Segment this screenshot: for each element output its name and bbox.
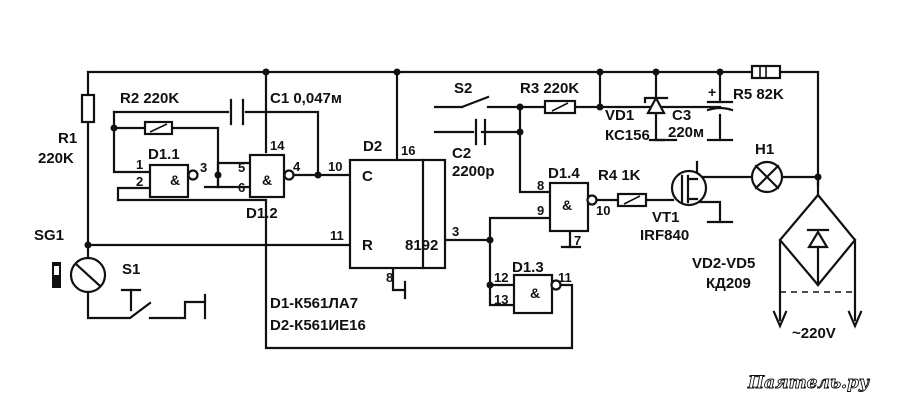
label-r5: R5 82K	[733, 86, 784, 103]
label-d1-4: D1.4	[548, 165, 580, 182]
pin-d1-4-8: 8	[537, 178, 544, 193]
ground-symbols	[203, 138, 734, 320]
gate-d1-2-symbol: &	[262, 172, 272, 188]
pin-d2-8: 8	[386, 270, 393, 285]
pin-d2-11: 11	[330, 228, 344, 243]
pin-d1-1-2: 2	[136, 174, 143, 189]
pin-d1-3-12: 12	[494, 270, 508, 285]
label-d2: D2	[363, 138, 382, 155]
label-c3-value: 220м	[668, 124, 704, 141]
gate-d1-4: &	[548, 181, 598, 233]
label-r2: R2 220K	[120, 90, 179, 107]
gate-d1-3: &	[512, 273, 562, 315]
pin-d1-2-5: 5	[238, 160, 245, 175]
mosfet-vt1	[670, 169, 708, 207]
label-vd2-vd5: VD2-VD5	[692, 255, 755, 272]
label-s2: S2	[454, 80, 472, 97]
pin-d1-4-9: 9	[537, 203, 544, 218]
gate-d1-3-symbol: &	[530, 285, 540, 301]
zener-diode-vd1	[643, 95, 669, 115]
label-mains: ~220V	[792, 325, 836, 342]
label-r1: R1	[58, 130, 77, 147]
note-d1: D1-К561ЛА7	[270, 295, 358, 312]
label-vd1: VD1	[605, 107, 634, 124]
switch-s2	[460, 95, 490, 109]
label-d1-2: D1.2	[246, 205, 278, 222]
capacitor-c2	[474, 118, 487, 146]
reed-switch-sg1	[52, 256, 107, 294]
push-button-s1	[120, 288, 142, 312]
site-watermark: Паяmель.ру	[747, 373, 870, 393]
capacitor-c1	[229, 98, 245, 126]
gate-d1-2: &	[248, 153, 295, 199]
label-c1: C1 0,047м	[270, 90, 342, 107]
label-c2-value: 2200p	[452, 163, 495, 180]
counter-d2: C R 8192	[348, 158, 447, 270]
label-d1-1: D1.1	[148, 146, 180, 163]
pin-d1-3-11: 11	[558, 270, 572, 285]
pin-d1-4-10: 10	[596, 203, 610, 218]
pin-d1-2-6: 6	[238, 180, 245, 195]
pin-d1-3-13: 13	[494, 292, 508, 307]
label-r4: R4 1K	[598, 167, 641, 184]
pin-d2-10: 10	[328, 159, 342, 174]
d2-c-pin-label: C	[362, 168, 373, 185]
gate-d1-1-symbol: &	[170, 172, 180, 188]
junction-dots	[84, 68, 822, 289]
label-c3: C3	[672, 107, 691, 124]
label-h1: H1	[755, 141, 774, 158]
d2-output-label: 8192	[405, 237, 438, 254]
pin-numbers: 1 2 3 5 6 14 4 10 11 16 3 8 8 9 10 7 12 …	[136, 138, 610, 307]
label-r3: R3 220K	[520, 80, 579, 97]
label-vd1-type: КС156	[605, 127, 650, 144]
label-s1: S1	[122, 261, 140, 278]
capacitor-c3: +	[706, 84, 734, 112]
gate-d1-1: &	[148, 163, 199, 199]
label-sg1: SG1	[34, 227, 64, 244]
wires	[86, 70, 857, 350]
label-d1-3: D1.3	[512, 259, 544, 276]
pin-d1-2-14: 14	[270, 138, 285, 153]
pin-d2-3: 3	[452, 224, 459, 239]
label-r1-value: 220K	[38, 150, 74, 167]
gate-d1-4-symbol: &	[562, 197, 572, 213]
component-labels: R1 220K R2 220K C1 0,047м D2 S2 R3 220K …	[34, 80, 836, 342]
c3-plus-sign: +	[708, 84, 716, 100]
lamp-h1	[750, 160, 784, 194]
label-vt1-type: IRF840	[640, 227, 689, 244]
pin-d2-16: 16	[401, 143, 415, 158]
label-vd2-vd5-type: КД209	[706, 275, 751, 292]
pin-d1-4-7: 7	[574, 233, 581, 248]
d2-r-pin-label: R	[362, 237, 373, 254]
resistor-r1	[80, 93, 96, 124]
diode-bridge-vd2-vd5	[772, 193, 863, 329]
resistor-r5	[750, 64, 782, 80]
label-c2: C2	[452, 145, 471, 162]
pin-d1-1-1: 1	[136, 157, 143, 172]
resistor-r4	[616, 192, 648, 208]
note-d2: D2-К561ИЕ16	[270, 317, 366, 334]
resistor-r3	[543, 99, 577, 115]
resistor-r2	[143, 120, 174, 136]
pin-d1-1-3: 3	[200, 160, 207, 175]
label-vt1: VT1	[652, 209, 680, 226]
pin-d1-2-4: 4	[293, 159, 301, 174]
